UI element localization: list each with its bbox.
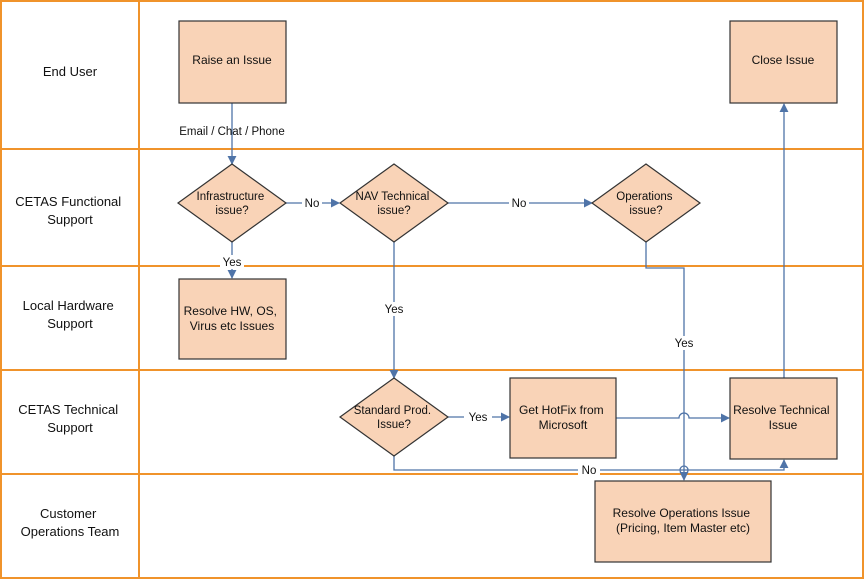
svg-text:Raise an Issue: Raise an Issue [192,53,272,67]
lane-label-cetas-technical: CETAS Technical Support [18,402,122,435]
svg-text:Infrastructure issue?: Infrastructure issue? [197,191,268,217]
label-email-chat-phone: Email / Chat / Phone [179,126,284,138]
svg-text:NAV Technical issue?: NAV Technical issue? [356,191,433,217]
svg-text:Resolve Technical Issue: Resolve Technical Issue [733,403,833,432]
label-yes-ops: Yes [675,338,694,350]
node-raise-issue: Raise an Issue [178,20,287,104]
lane-label-cetas-functional: CETAS Functional Support [15,194,125,227]
node-resolve-hw: Resolve HW, OS, Virus etc Issues [178,278,287,360]
lane-label-customer-ops: Customer Operations Team [21,506,120,539]
arrow-ops-to-resops [645,242,689,481]
label-no-std: No [582,465,597,477]
svg-text:Close Issue: Close Issue [752,53,815,67]
label-yes-infra: Yes [223,257,242,269]
svg-text:Resolve HW, OS, Virus et: Resolve HW, OS, Virus etc Issues [184,304,281,333]
svg-text:Resolve Operations Issue: Resolve Operations Issue (Pricing, Item … [613,506,754,535]
node-close-issue: Close Issue [729,20,838,104]
node-resolve-operations: Resolve Operations Issue (Pricing, Item … [594,480,772,563]
decision-infrastructure: Infrastructure issue? [176,163,288,243]
lane-label-local-hardware: Local Hardware Support [23,298,118,331]
decision-standard-prod: Standard Prod. Issue? [338,377,450,457]
node-resolve-technical: Resolve Technical Issue [729,377,838,460]
decision-operations: Operations issue? [590,163,702,243]
decision-nav-technical: NAV Technical issue? [338,163,450,243]
arrow-hotfix-to-restech [616,412,730,423]
svg-text:Standard Prod. Issue?: Standard Prod. Issue? [354,405,435,431]
label-no-nav: No [512,198,527,210]
crossing-marker [679,465,689,475]
label-yes-nav: Yes [385,304,404,316]
svg-text:Operations issue?: Operations issue? [616,191,675,217]
label-no-infra: No [305,198,320,210]
node-get-hotfix: Get HotFix from Microsoft [509,377,617,459]
connectors [227,103,789,481]
svg-text:Get HotFix from Microsof: Get HotFix from Microsoft [519,403,607,432]
label-yes-std: Yes [469,412,488,424]
lane-label-end-user: End User [43,64,98,79]
